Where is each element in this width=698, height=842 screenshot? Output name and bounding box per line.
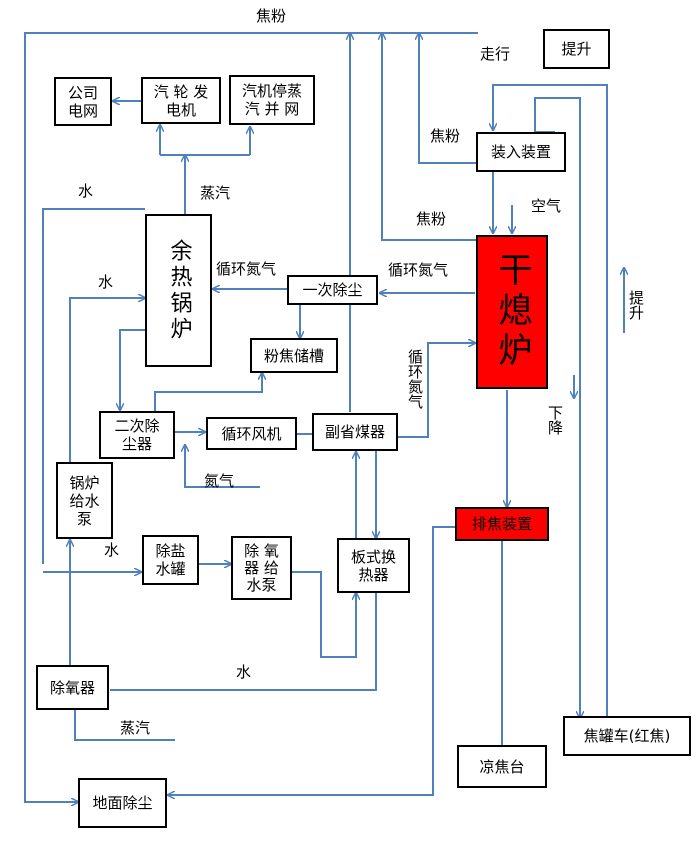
- plate-exchanger-line2: 热器: [358, 565, 389, 584]
- line-dust-loop: [24, 32, 478, 802]
- ground-dust-text: 地面除尘: [92, 794, 153, 812]
- turbine-generator-line1: 汽 轮 发: [153, 82, 209, 101]
- secondary-dust-line1: 二次除: [114, 417, 160, 435]
- turbine-stop-steam-line1: 汽机停蒸: [241, 82, 302, 100]
- hoist-top-text: 提升: [561, 40, 592, 58]
- coke-discharge-text: 排焦装置: [471, 515, 532, 533]
- line-charge-powder: [419, 33, 476, 164]
- deaerator-pump-line2: 器 给: [244, 558, 279, 577]
- circ-fan-box: 循环风机: [206, 417, 297, 450]
- label-circ-nitrogen-right: 循环氮气: [388, 261, 449, 279]
- desalted-tank-line2: 水罐: [155, 560, 186, 578]
- line-boiler-secondary: [120, 329, 145, 410]
- label-water-left: 水: [98, 273, 114, 291]
- waste-heat-boiler-text: 余热锅炉: [166, 238, 192, 343]
- deaerator-text: 除氧器: [49, 678, 95, 697]
- label-nitrogen: 氮气: [204, 472, 235, 490]
- line-water-boiler: [69, 298, 145, 462]
- dry-quench-furnace-box: 干熄炉: [476, 235, 548, 389]
- dry-quench-furnace-text: 干熄炉: [492, 252, 532, 372]
- label-air: 空气: [531, 197, 562, 215]
- boiler-feed-pump-line3: 泵: [76, 509, 92, 528]
- label-coke-powder-mid: 焦粉: [430, 127, 461, 145]
- coke-tank-car-box: 焦罐车(红焦): [563, 716, 691, 756]
- label-travel: 走行: [480, 45, 511, 63]
- cooling-platform-text: 凉焦台: [479, 757, 525, 776]
- line-secondary-tank: [154, 373, 262, 412]
- primary-dust-box: 一次除尘: [287, 275, 378, 305]
- label-steam-boiler: 蒸汽: [200, 184, 231, 202]
- deaerator-pump-box: 除 氧器 给水泵: [231, 536, 292, 600]
- plate-exchanger-box: 板式换热器: [337, 538, 410, 593]
- coke-tank-car-text: 焦罐车(红焦): [583, 727, 671, 745]
- company-grid-box: 公司电网: [54, 77, 112, 126]
- turbine-stop-steam-line2: 汽 并 网: [244, 100, 300, 118]
- waste-heat-boiler-box: 余热锅炉: [145, 214, 212, 367]
- label-descend: 下降: [546, 405, 564, 435]
- primary-dust-text: 一次除尘: [302, 281, 363, 299]
- line-nitrogen: [185, 445, 260, 488]
- label-water-bottom: 水: [236, 663, 252, 681]
- boiler-feed-pump-line2: 给水: [69, 491, 100, 510]
- company-grid-line1: 公司: [67, 83, 98, 102]
- line-travel: [493, 84, 608, 720]
- turbine-generator-line2: 电机: [165, 100, 196, 119]
- line-discharge-dust: [168, 526, 455, 795]
- charging-device-box: 装入装置: [476, 132, 566, 172]
- line-plate-deaerator: [110, 593, 377, 691]
- economizer-box: 副省煤器: [312, 413, 398, 451]
- circ-fan-text: 循环风机: [221, 424, 282, 443]
- cooling-platform-box: 凉焦台: [457, 745, 547, 788]
- coke-powder-tank-box: 粉焦储槽: [250, 338, 338, 373]
- label-coke-powder-low: 焦粉: [416, 210, 447, 228]
- secondary-dust-line2: 尘器: [121, 435, 152, 453]
- line-furnace-powder: [382, 33, 476, 241]
- deaerator-pump-line1: 除 氧: [244, 541, 279, 560]
- charging-device-text: 装入装置: [490, 143, 551, 161]
- economizer-text: 副省煤器: [324, 423, 385, 441]
- line-water-feed: [42, 208, 145, 564]
- boiler-feed-pump-line1: 锅炉: [69, 473, 100, 492]
- deaerator-pump-line3: 水泵: [246, 575, 277, 594]
- plate-exchanger-line1: 板式换: [350, 547, 396, 566]
- label-steam-bottom: 蒸汽: [120, 719, 151, 737]
- deaerator-box: 除氧器: [36, 665, 109, 710]
- company-grid-line2: 电网: [67, 101, 98, 120]
- label-hoist-right: 提升: [627, 290, 645, 320]
- hoist-top-box: 提升: [543, 29, 610, 69]
- line-pump-plate: [292, 571, 356, 658]
- label-water-lower: 水: [104, 541, 120, 559]
- boiler-feed-pump-box: 锅炉给水泵: [56, 462, 113, 539]
- line-econ-furnace: [398, 343, 475, 438]
- coke-powder-tank-text: 粉焦储槽: [263, 346, 324, 365]
- label-circ-nitrogen-left: 循环氮气: [216, 260, 277, 278]
- desalted-tank-box: 除盐水罐: [142, 535, 199, 585]
- label-circ-nitrogen-vertical: 循环氮气: [406, 349, 424, 409]
- secondary-dust-box: 二次除尘器: [99, 411, 175, 459]
- label-coke-powder-top: 焦粉: [256, 7, 287, 25]
- label-water-upper: 水: [78, 182, 94, 200]
- line-steam-deaerator: [74, 710, 175, 741]
- coke-discharge-box: 排焦装置: [455, 507, 549, 541]
- turbine-stop-steam-box: 汽机停蒸汽 并 网: [229, 75, 315, 125]
- turbine-generator-box: 汽 轮 发电机: [141, 77, 221, 124]
- desalted-tank-line1: 除盐: [155, 542, 186, 560]
- ground-dust-box: 地面除尘: [78, 778, 167, 828]
